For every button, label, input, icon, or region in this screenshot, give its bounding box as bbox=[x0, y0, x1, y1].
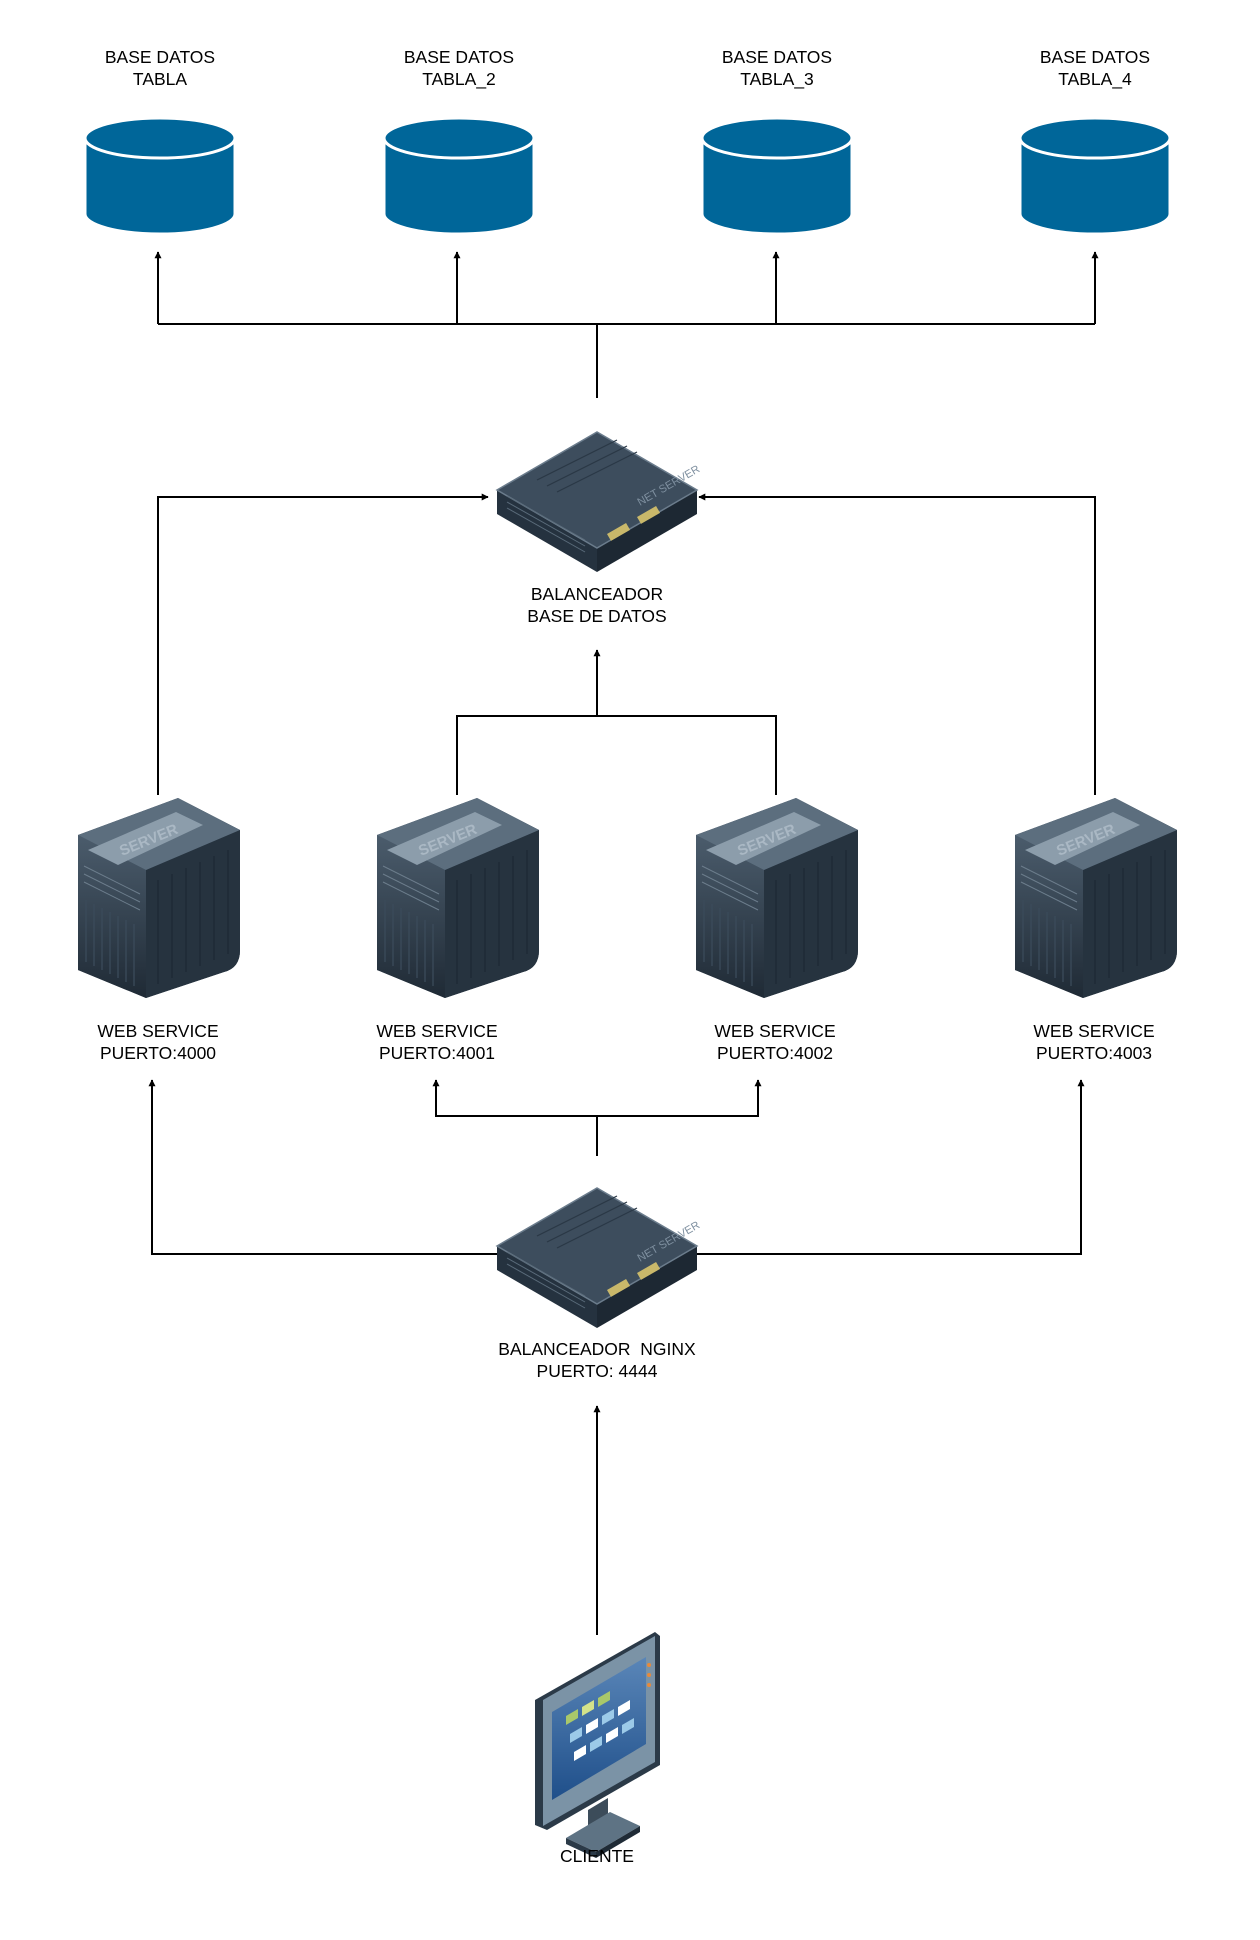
screen-tiles bbox=[566, 1691, 634, 1761]
nginx-balancer-network-server-icon: NET SERVER bbox=[496, 1187, 702, 1329]
database-icon bbox=[1018, 116, 1172, 236]
db-balancer-network-server-icon: NET SERVER bbox=[496, 431, 702, 573]
server-tower-icon: SERVER bbox=[376, 797, 540, 999]
database-icon bbox=[83, 116, 237, 236]
monitor-icon bbox=[535, 1632, 660, 1858]
client-label: CLIENTE bbox=[560, 1846, 634, 1866]
web-services-to-db-balancer-connectors bbox=[157, 493, 1096, 795]
server-tower-icon: SERVER bbox=[1014, 797, 1178, 999]
db-balancer-to-databases-connectors bbox=[154, 251, 1099, 398]
database-icon bbox=[382, 116, 536, 236]
server-tower-icon: SERVER bbox=[695, 797, 859, 999]
database-icon bbox=[700, 116, 854, 236]
nginx-to-web-services-connectors bbox=[148, 1079, 1085, 1255]
server-tower-icon: SERVER bbox=[77, 797, 241, 999]
